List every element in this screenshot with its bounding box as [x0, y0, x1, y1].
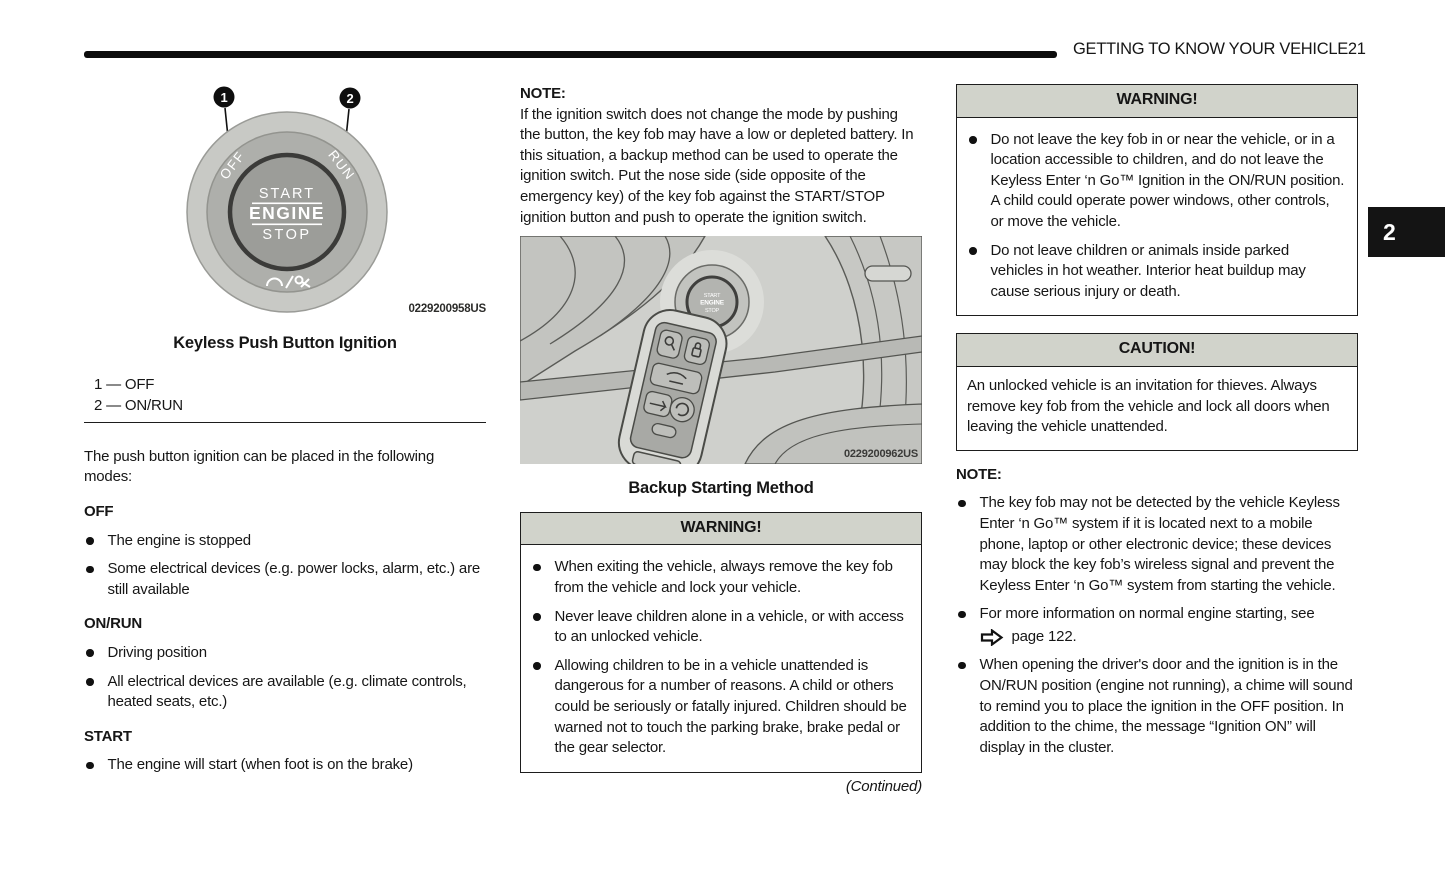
callout-1-marker	[213, 86, 235, 108]
figure-caption: Keyless Push Button Ignition	[173, 334, 397, 352]
bullet-icon	[86, 649, 94, 657]
bullet-icon	[86, 537, 94, 545]
page-number: 21	[1347, 40, 1366, 58]
mode-heading-start: START	[84, 727, 132, 745]
warning-box-title: WARNING!	[957, 85, 1357, 118]
button-text-engine: ENGINE	[249, 203, 325, 223]
intro-paragraph: The push button ignition can be placed i…	[84, 447, 435, 486]
bullet-icon	[533, 563, 541, 572]
note-heading: NOTE:	[520, 85, 566, 102]
bullet-icon	[533, 613, 541, 621]
bullet-icon	[86, 761, 94, 770]
section-tab-number: 2	[1383, 218, 1396, 245]
bullet-icon	[958, 610, 966, 619]
warning-box-body: When exiting the vehicle, always remove …	[521, 545, 921, 771]
caution-text: An unlocked vehicle is an invitation for…	[967, 376, 1330, 436]
middle-column: NOTE: If the ignition switch does not ch…	[520, 84, 922, 797]
backup-method-photo: START ENGINE STOP	[520, 236, 922, 465]
legend-item-2: 2 — ON/RUN	[94, 396, 183, 414]
bullet-text: The key fob may not be detected by the v…	[979, 494, 1340, 594]
caution-box-body: An unlocked vehicle is an invitation for…	[957, 367, 1357, 450]
callout-1-label: 1	[220, 90, 227, 105]
bullet-icon	[958, 661, 966, 670]
figure-code: 0229200958US	[408, 303, 486, 315]
bullet-icon	[958, 499, 966, 508]
note-paragraph: If the ignition switch does not change t…	[520, 105, 914, 226]
bullet-icon	[969, 136, 977, 144]
section-tab: 2	[1368, 207, 1445, 257]
warning-box: WARNING! Do not leave the key fob in or …	[956, 84, 1358, 317]
bullet-text: When opening the driver's door and the i…	[979, 656, 1353, 756]
list-item: Driving position	[84, 643, 486, 664]
list-item: Allowing children to be in a vehicle una…	[531, 656, 909, 759]
mode-heading-onrun: ON/RUN	[84, 615, 142, 633]
list-item: All electrical devices are available (e.…	[84, 672, 486, 713]
bullet-text: The engine is stopped	[107, 531, 252, 549]
list-item: When opening the driver's door and the i…	[956, 655, 1358, 758]
keyless-ignition-figure: 1 2 START ENGINE STOP OFF RUN	[186, 86, 486, 315]
legend-item-1: 1 — OFF	[94, 375, 155, 393]
key-free-icon	[266, 275, 311, 289]
bullet-text: Do not leave the key fob in or near the …	[990, 130, 1345, 230]
list-item: The engine is stopped	[84, 531, 486, 552]
bullet-text: When exiting the vehicle, always remove …	[554, 558, 894, 596]
page-ref-label: page 122.	[1011, 627, 1077, 645]
warning-box-title: WARNING!	[521, 512, 921, 546]
list-item: For more information on normal engine st…	[956, 604, 1358, 647]
bullet-icon	[969, 247, 977, 255]
list-item: The key fob may not be detected by the v…	[956, 493, 1358, 596]
figure-caption: Backup Starting Method	[628, 479, 814, 498]
callout-2-label: 2	[346, 91, 353, 106]
button-text-stop: STOP	[262, 227, 311, 243]
right-column: WARNING! Do not leave the key fob in or …	[956, 84, 1358, 758]
bullet-text: All electrical devices are available (e.…	[107, 672, 467, 711]
warning-box-body: Do not leave the key fob in or near the …	[957, 118, 1357, 316]
cross-ref-text: For more information on normal engine st…	[979, 605, 1315, 623]
warning-box: WARNING! When exiting the vehicle, alway…	[520, 511, 922, 773]
list-item: When exiting the vehicle, always remove …	[531, 557, 909, 598]
list-item: Do not leave the key fob in or near the …	[967, 130, 1345, 233]
bullet-text: Never leave children alone in a vehicle,…	[554, 607, 904, 646]
bullet-text: For more information on normal engine st…	[980, 604, 1315, 647]
list-item: Never leave children alone in a vehicle,…	[531, 607, 909, 648]
callout-2-marker	[339, 87, 361, 109]
continued-note: (Continued)	[845, 777, 922, 795]
list-item: Some electrical devices (e.g. power lock…	[84, 559, 486, 600]
page-header: GETTING TO KNOW YOUR VEHICLE 21	[1073, 40, 1366, 59]
bullet-text: The engine will start (when foot is on t…	[107, 756, 414, 774]
bullet-text: Some electrical devices (e.g. power lock…	[107, 560, 481, 598]
bullet-text: Driving position	[107, 643, 208, 661]
note-heading: NOTE:	[956, 465, 1002, 483]
photo-button-text-engine: ENGINE	[700, 300, 725, 307]
mode-heading-off: OFF	[84, 502, 114, 520]
header-rule	[84, 51, 1057, 58]
caution-box: CAUTION! An unlocked vehicle is an invit…	[956, 333, 1358, 451]
key-fob-shape	[617, 309, 728, 465]
button-text-start: START	[259, 186, 315, 202]
ignition-center-button	[227, 152, 347, 272]
figure-code: 0229200962US	[844, 448, 918, 460]
bullet-icon	[86, 678, 94, 686]
figure-legend: 1 — OFF 2 — ON/RUN	[84, 375, 486, 423]
photo-button-text-stop: STOP	[705, 308, 720, 314]
page-ref-arrow-icon	[980, 628, 1003, 646]
list-item: The engine will start (when foot is on t…	[84, 755, 486, 776]
bullet-text: Allowing children to be in a vehicle una…	[554, 656, 907, 757]
page-reference: page 122.	[980, 627, 1315, 648]
left-column: 1 2 START ENGINE STOP OFF RUN	[84, 84, 486, 776]
chapter-title: GETTING TO KNOW YOUR VEHICLE	[1073, 40, 1348, 58]
bullet-icon	[86, 565, 94, 574]
list-item: Do not leave children or animals inside …	[967, 241, 1345, 303]
caution-box-title: CAUTION!	[957, 334, 1357, 367]
bullet-icon	[533, 662, 541, 670]
photo-button-text-start: START	[704, 293, 721, 299]
bullet-text: Do not leave children or animals inside …	[990, 241, 1306, 300]
